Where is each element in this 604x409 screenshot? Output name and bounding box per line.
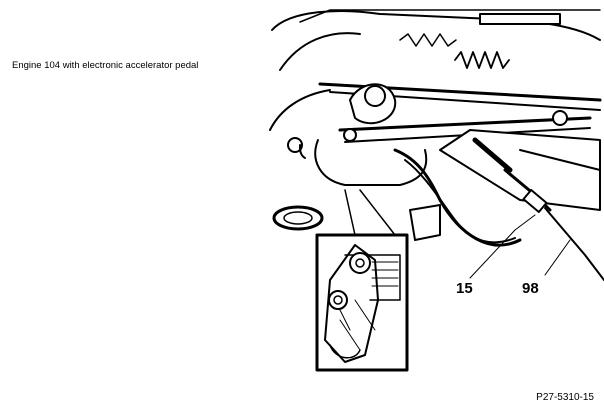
figure-reference: P27-5310-15 (536, 392, 594, 403)
callout-98: 98 (522, 280, 539, 297)
figure-caption: Engine 104 with electronic accelerator p… (12, 60, 199, 71)
callout-15: 15 (456, 280, 473, 297)
detail-inset (315, 233, 409, 372)
